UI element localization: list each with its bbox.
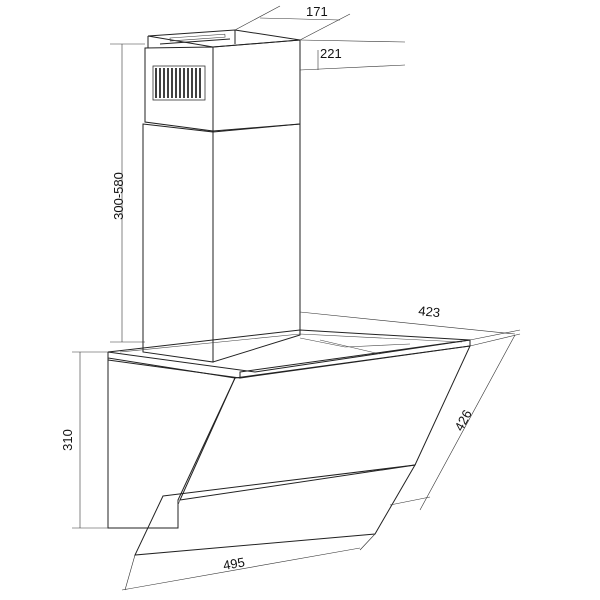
chimney-lower-side (212, 123, 301, 363)
glass-panel (134, 345, 471, 556)
glass-upper (179, 345, 471, 501)
dim-body-height: 310 (60, 429, 75, 451)
vent-slots (152, 65, 206, 101)
hood-side-panel (107, 352, 236, 529)
dim-chimney-height: 300-580 (111, 172, 126, 220)
hood-top-deck (107, 329, 471, 373)
dim-chimney-width: 171 (306, 4, 328, 19)
dim-glass-width: 495 (222, 554, 246, 573)
chimney (142, 29, 301, 363)
chimney-top-face (147, 29, 301, 48)
dim-canopy-depth: 423 (418, 303, 441, 320)
chimney-upper-side (212, 39, 301, 132)
glass-lower (134, 464, 416, 556)
dim-chimney-depth: 221 (320, 46, 342, 61)
dimensions: 171 221 300-580 423 426 310 495 (60, 4, 521, 591)
chimney-lower-front (142, 123, 214, 363)
dim-glass-height: 426 (451, 407, 474, 433)
